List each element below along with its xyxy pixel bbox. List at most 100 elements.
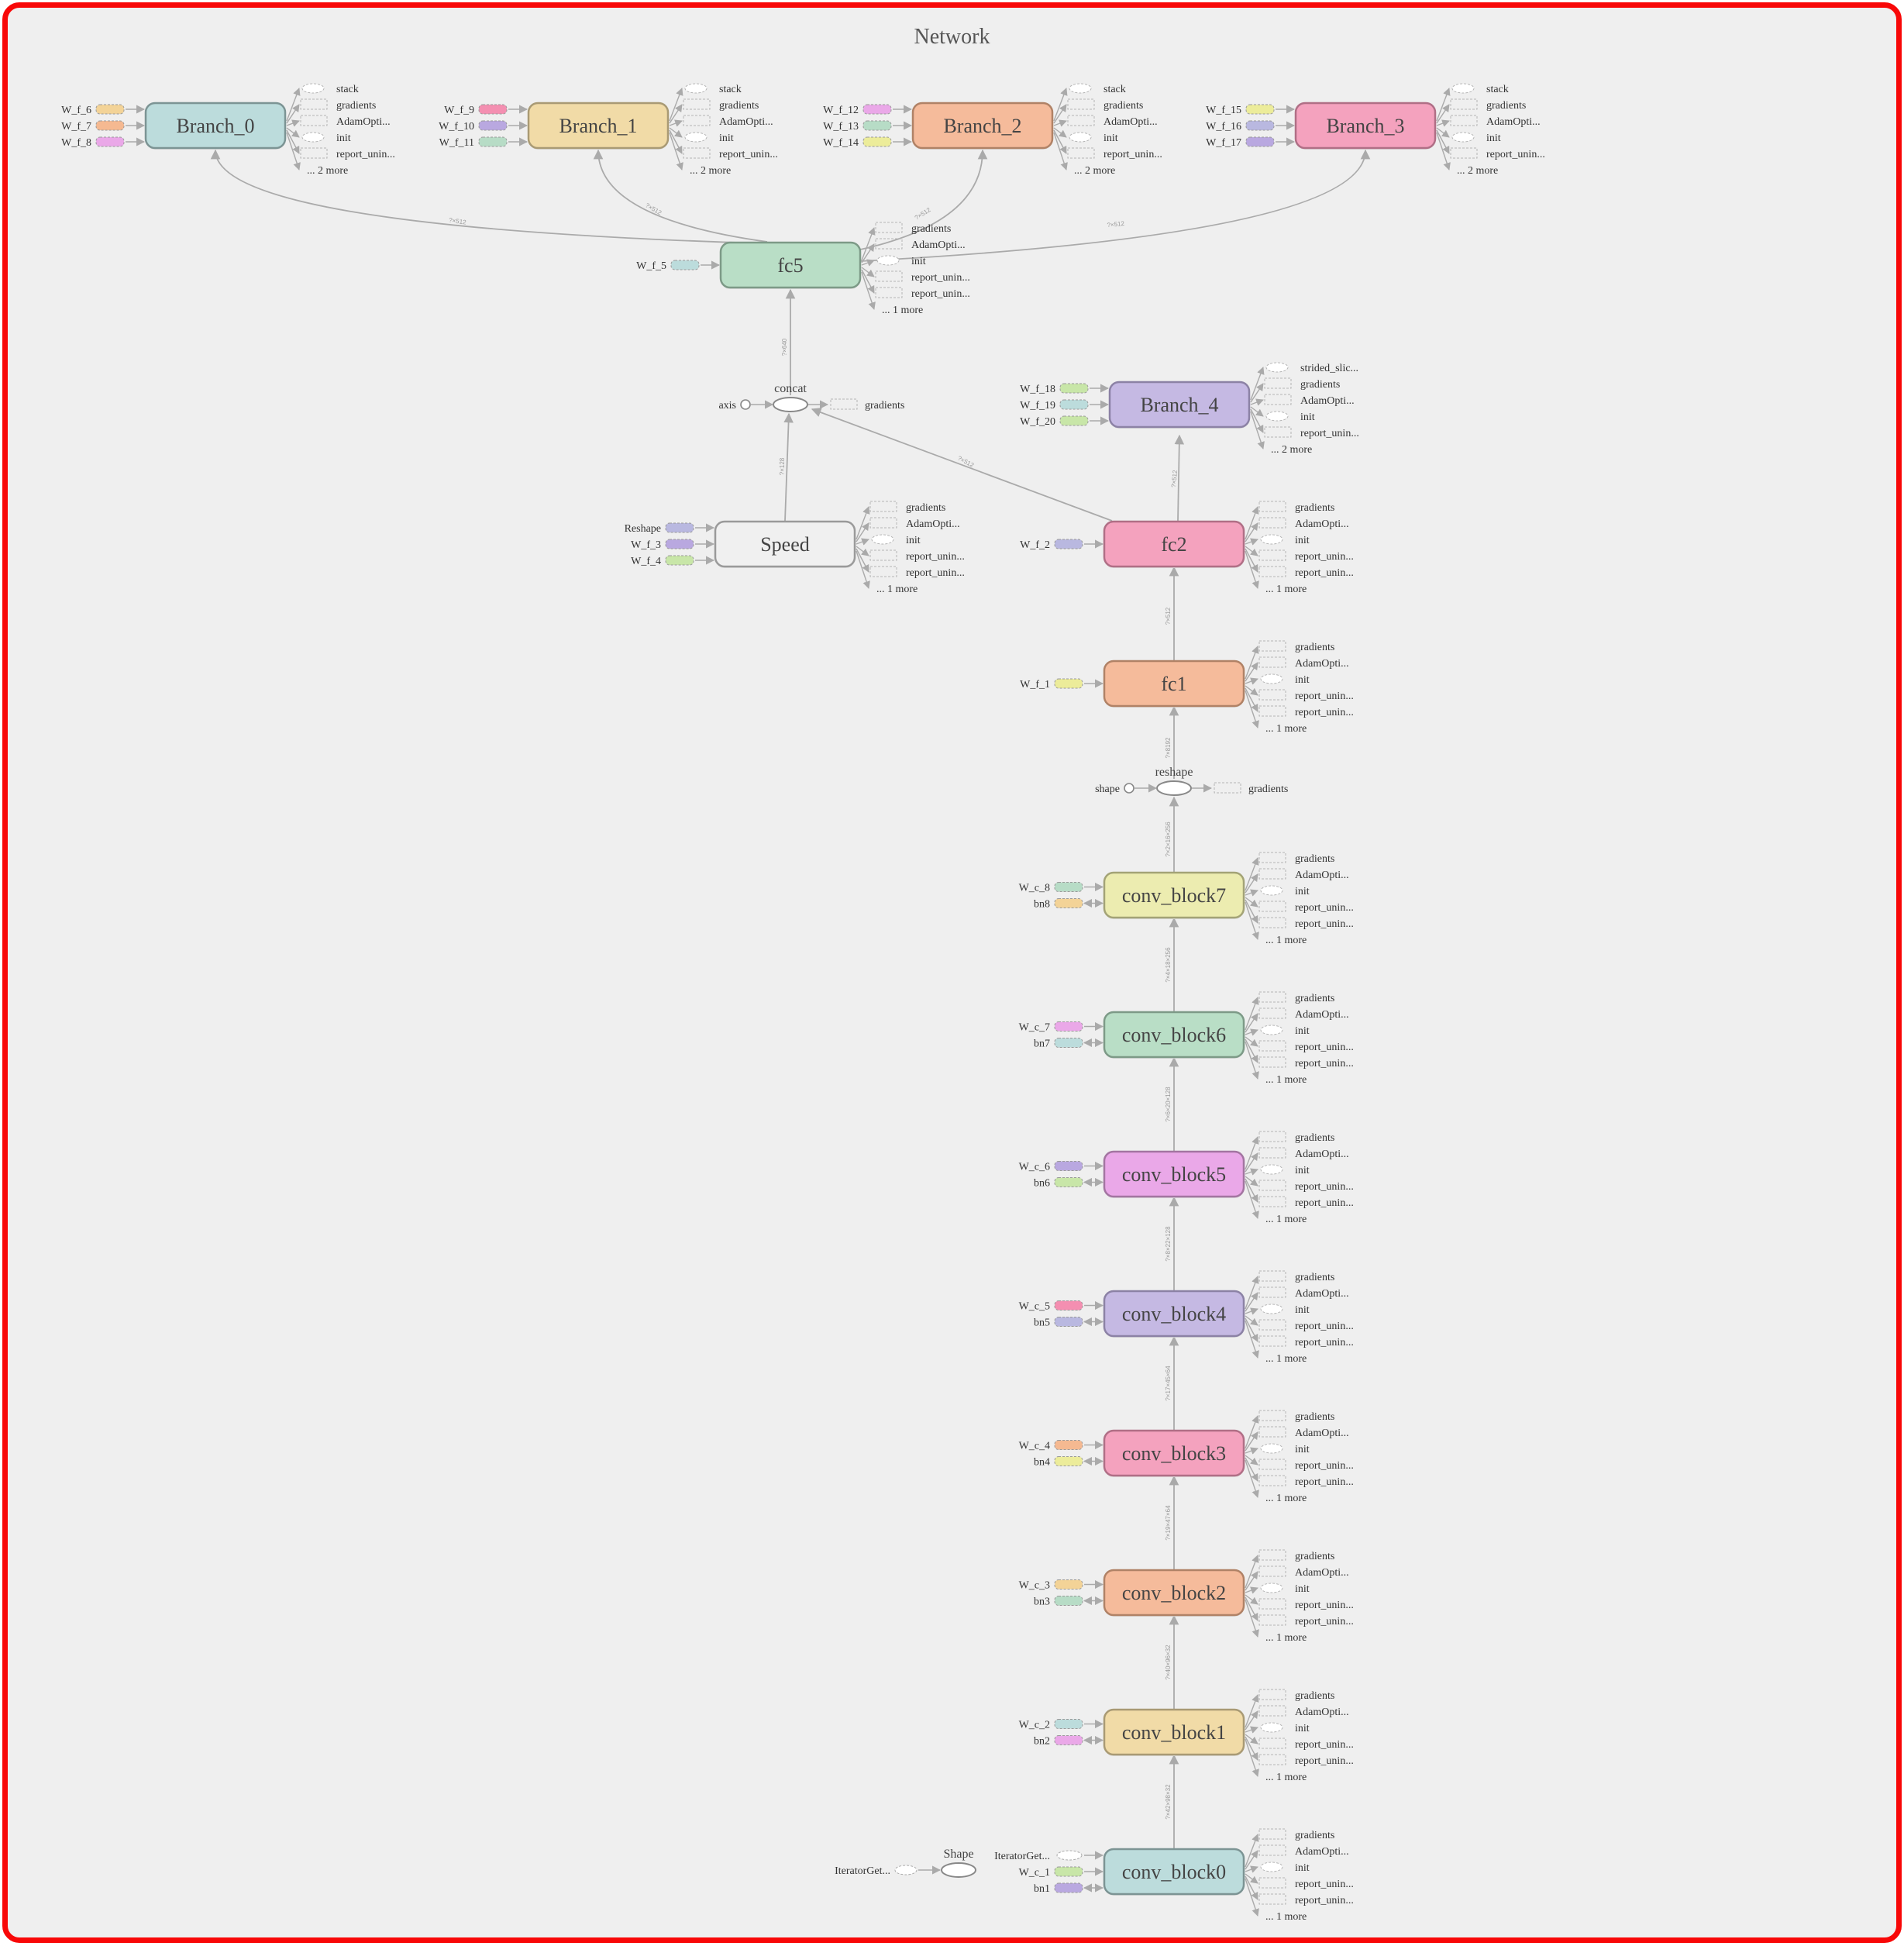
output-group-icon[interactable]	[1258, 640, 1286, 652]
output-op-icon[interactable]	[1265, 411, 1289, 422]
output-op-icon[interactable]	[684, 132, 708, 143]
output-op-icon[interactable]	[1260, 885, 1283, 896]
output-group-icon[interactable]	[1067, 98, 1095, 110]
input-variable-icon[interactable]	[1059, 383, 1089, 394]
input-variable-icon[interactable]	[665, 555, 694, 566]
output-group-icon[interactable]	[1450, 98, 1478, 110]
const-icon[interactable]	[740, 399, 751, 410]
output-op-icon[interactable]	[301, 83, 325, 94]
node-box[interactable]	[1103, 1290, 1245, 1338]
node-conv-block6[interactable]: conv_block6W_c_7bn7gradientsAdamOpti...i…	[1019, 991, 1354, 1086]
output-op-icon[interactable]	[684, 83, 708, 94]
input-variable-icon[interactable]	[1054, 898, 1083, 908]
output-group-icon[interactable]	[1258, 656, 1286, 668]
output-group-icon[interactable]	[300, 98, 328, 110]
const-icon[interactable]	[1124, 783, 1134, 794]
output-op-icon[interactable]	[1069, 132, 1092, 143]
input-variable-icon[interactable]	[1054, 1038, 1083, 1048]
input-variable-icon[interactable]	[1054, 1161, 1083, 1171]
node-fc5[interactable]: fc5W_f_5gradientsAdamOpti...initreport_u…	[636, 222, 970, 316]
output-op-icon[interactable]	[1451, 132, 1475, 143]
node-box[interactable]	[1108, 381, 1251, 429]
output-group-icon[interactable]	[1450, 147, 1478, 159]
input-variable-icon[interactable]	[665, 522, 694, 533]
output-op-icon[interactable]	[1260, 1443, 1283, 1454]
node-conv-block5[interactable]: conv_block5W_c_6bn6gradientsAdamOpti...i…	[1019, 1131, 1354, 1225]
output-group-icon[interactable]	[683, 147, 711, 159]
node-box[interactable]	[1103, 1011, 1245, 1059]
node-branch-3[interactable]: Branch_3W_f_15W_f_16W_f_17stackgradients…	[1206, 83, 1545, 177]
output-group-icon[interactable]	[1258, 1475, 1286, 1486]
output-group-icon[interactable]	[1258, 901, 1286, 912]
output-group-icon[interactable]	[1258, 1844, 1286, 1856]
output-group-icon[interactable]	[1067, 115, 1095, 126]
output-group-icon[interactable]	[1258, 1131, 1286, 1142]
output-group-icon[interactable]	[1067, 147, 1095, 159]
output-group-icon[interactable]	[875, 238, 903, 250]
node-conv-block3[interactable]: conv_block3W_c_4bn4gradientsAdamOpti...i…	[1019, 1410, 1354, 1504]
output-group-icon[interactable]	[1258, 1689, 1286, 1700]
input-variable-icon[interactable]	[95, 120, 125, 131]
network-graph[interactable]: ?×512?×512?×512?×512?×640?×128?×512?×512…	[8, 8, 1896, 1937]
output-group-icon[interactable]	[1258, 1180, 1286, 1191]
input-variable-icon[interactable]	[862, 136, 892, 147]
input-variable-icon[interactable]	[1054, 678, 1083, 689]
input-variable-icon[interactable]	[1245, 120, 1275, 131]
output-group-icon[interactable]	[1258, 1877, 1286, 1889]
input-variable-icon[interactable]	[1054, 1300, 1083, 1311]
node-box[interactable]	[1103, 1150, 1245, 1198]
input-variable-icon[interactable]	[670, 260, 700, 270]
node-conv-block2[interactable]: conv_block2W_c_3bn3gradientsAdamOpti...i…	[1019, 1549, 1354, 1644]
output-group-icon[interactable]	[300, 147, 328, 159]
input-variable-icon[interactable]	[1054, 882, 1083, 892]
output-group-icon[interactable]	[1264, 394, 1292, 405]
input-variable-icon[interactable]	[1054, 1735, 1083, 1745]
node-conv-block4[interactable]: conv_block4W_c_5bn5gradientsAdamOpti...i…	[1019, 1270, 1354, 1365]
output-group-icon[interactable]	[683, 98, 711, 110]
input-variable-icon[interactable]	[1059, 399, 1089, 410]
node-box[interactable]	[527, 102, 670, 150]
gradients-group-icon[interactable]	[830, 398, 858, 410]
output-op-icon[interactable]	[1260, 1862, 1283, 1872]
output-group-icon[interactable]	[1258, 1335, 1286, 1347]
output-group-icon[interactable]	[1258, 517, 1286, 529]
input-variable-icon[interactable]	[95, 104, 125, 115]
input-variable-icon[interactable]	[478, 120, 508, 131]
output-group-icon[interactable]	[875, 270, 903, 282]
output-group-icon[interactable]	[1258, 1754, 1286, 1765]
output-group-icon[interactable]	[1258, 1459, 1286, 1470]
input-iterator-icon[interactable]	[894, 1865, 918, 1875]
input-variable-icon[interactable]	[1054, 1866, 1083, 1877]
output-op-icon[interactable]	[1265, 362, 1289, 373]
input-variable-icon[interactable]	[1054, 1177, 1083, 1187]
op-ellipse[interactable]	[1156, 780, 1192, 796]
output-op-icon[interactable]	[1260, 1722, 1283, 1733]
output-op-icon[interactable]	[1260, 673, 1283, 684]
output-group-icon[interactable]	[1258, 1319, 1286, 1331]
output-group-icon[interactable]	[1258, 1286, 1286, 1298]
input-iterator-icon[interactable]	[1056, 1850, 1083, 1861]
node-branch-2[interactable]: Branch_2W_f_12W_f_13W_f_14stackgradients…	[823, 83, 1162, 177]
input-variable-icon[interactable]	[1245, 136, 1275, 147]
input-variable-icon[interactable]	[95, 136, 125, 147]
output-group-icon[interactable]	[1258, 917, 1286, 928]
input-variable-icon[interactable]	[1059, 415, 1089, 426]
input-variable-icon[interactable]	[1054, 1719, 1083, 1729]
input-variable-icon[interactable]	[1054, 1317, 1083, 1327]
output-group-icon[interactable]	[1258, 1828, 1286, 1840]
output-group-icon[interactable]	[1258, 566, 1286, 577]
input-variable-icon[interactable]	[862, 120, 892, 131]
output-group-icon[interactable]	[875, 287, 903, 298]
output-group-icon[interactable]	[1258, 1705, 1286, 1717]
op-shape[interactable]: ShapeIteratorGet...	[835, 1848, 976, 1878]
output-op-icon[interactable]	[1260, 1304, 1283, 1314]
node-box[interactable]	[1103, 1848, 1245, 1896]
output-group-icon[interactable]	[1258, 1056, 1286, 1068]
output-group-icon[interactable]	[1258, 501, 1286, 512]
node-box[interactable]	[144, 102, 287, 150]
node-conv-block7[interactable]: conv_block7W_c_8bn8gradientsAdamOpti...i…	[1019, 852, 1354, 946]
output-group-icon[interactable]	[875, 222, 903, 233]
node-box[interactable]	[714, 520, 856, 568]
output-group-icon[interactable]	[1258, 1040, 1286, 1052]
